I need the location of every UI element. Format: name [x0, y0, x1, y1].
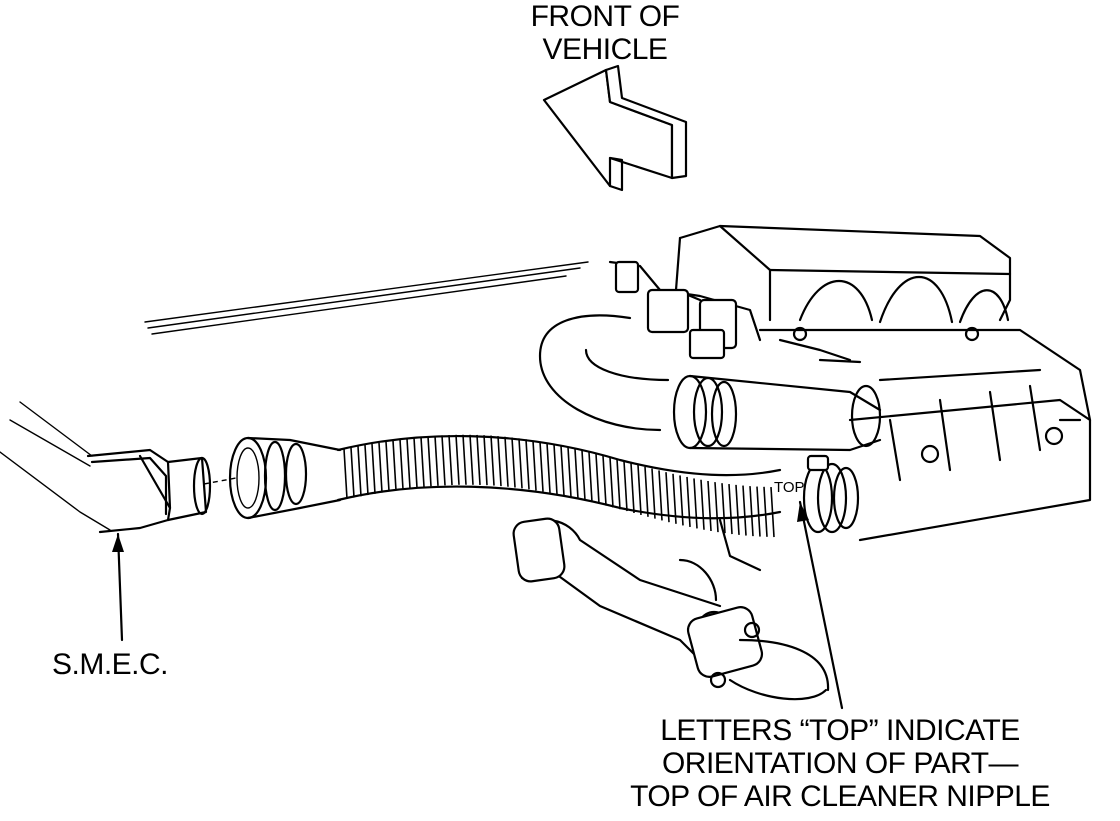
hose-rib — [679, 475, 684, 526]
hose-rib — [602, 455, 607, 506]
hose-rib — [742, 485, 747, 536]
hose-rib — [707, 480, 712, 532]
hose-rib — [441, 435, 446, 486]
hose-rib — [560, 445, 565, 496]
hose-rib — [665, 472, 670, 523]
hose-rib — [434, 435, 439, 486]
hose-rib — [651, 468, 656, 519]
throttle-body — [608, 260, 862, 364]
hose-rib — [644, 466, 649, 517]
front-direction-arrow — [542, 64, 688, 192]
hose-rib — [511, 437, 516, 488]
hose-rib — [553, 444, 558, 495]
callout-line-2: ORIENTATION OF PART— — [661, 747, 1019, 780]
hose-rib — [350, 447, 355, 498]
smec-label: S.M.E.C. — [52, 648, 169, 681]
hose-rib — [420, 436, 425, 488]
hose-rib — [574, 448, 579, 499]
fender-lines — [144, 261, 589, 335]
hose-rib — [455, 434, 460, 485]
hose-rib — [763, 486, 768, 537]
top-marking-text: TOP — [774, 479, 805, 496]
top-orientation-callout: LETTERS “TOP” INDICATE ORIENTATION OF PA… — [580, 714, 1100, 813]
hose-rib — [693, 478, 698, 529]
hose-rib — [462, 434, 467, 485]
hose-rib — [721, 483, 726, 534]
hose-rib — [406, 438, 411, 489]
hose-rib — [392, 440, 397, 491]
smec-leader-arrowhead — [112, 534, 124, 552]
top-leader-arrowhead — [797, 502, 809, 522]
hose-clamp — [802, 454, 860, 534]
hose-rib — [616, 459, 621, 510]
hose-rib — [504, 436, 509, 487]
hose-rib — [588, 452, 593, 503]
hose-rib — [448, 434, 453, 486]
hose-rib — [686, 476, 691, 528]
callout-line-3: TOP OF AIR CLEANER NIPPLE — [630, 780, 1050, 813]
hose-rib — [672, 473, 677, 524]
corrugated-hose — [336, 434, 782, 538]
hose-rib — [525, 439, 530, 490]
hose-rib — [399, 439, 404, 490]
hose-rib — [595, 453, 600, 504]
front-of-vehicle-label: FRONT OF VEHICLE — [500, 0, 710, 66]
hose-rib — [735, 484, 740, 535]
hose-rib — [371, 443, 376, 494]
hose-rib — [518, 438, 523, 489]
hose-rib — [567, 447, 572, 498]
hose-rib — [756, 486, 761, 537]
hose-rib — [378, 442, 383, 493]
hose-rib — [357, 446, 362, 497]
hose-rib — [364, 444, 369, 496]
hose-rib — [749, 486, 754, 537]
front-label-line-1: FRONT OF — [530, 0, 680, 33]
hose-rib — [483, 435, 488, 486]
hose-rib — [427, 436, 432, 487]
hose-rib — [770, 487, 775, 538]
hose-rib — [385, 441, 390, 492]
smec-module — [0, 401, 212, 534]
engine-intake-manifold — [674, 224, 1092, 542]
hose-rib — [532, 440, 537, 491]
air-intake-tube — [538, 314, 882, 452]
hose-rib — [497, 436, 502, 487]
hose-rib — [469, 434, 474, 485]
hose-rib — [581, 450, 586, 501]
hose-rib — [714, 482, 719, 533]
hose-rib — [476, 434, 481, 485]
hose-rib — [609, 457, 614, 508]
hose-rib — [490, 435, 495, 486]
front-label-line-2: VEHICLE — [542, 33, 668, 66]
hose-end-connector — [228, 436, 342, 520]
hose-rib — [413, 437, 418, 488]
hose-rib — [728, 484, 733, 535]
hose-rib — [637, 464, 642, 515]
hose-rib — [700, 479, 705, 530]
hose-rib — [623, 461, 628, 512]
top-leader-line — [798, 500, 844, 710]
hose-rib — [658, 470, 663, 521]
hose-rib — [546, 442, 551, 493]
hose-rib — [630, 462, 635, 514]
hose-rib — [539, 441, 544, 492]
lower-pipe-assembly — [512, 517, 830, 701]
callout-line-1: LETTERS “TOP” INDICATE — [660, 714, 1020, 747]
hose-rib — [343, 448, 348, 499]
